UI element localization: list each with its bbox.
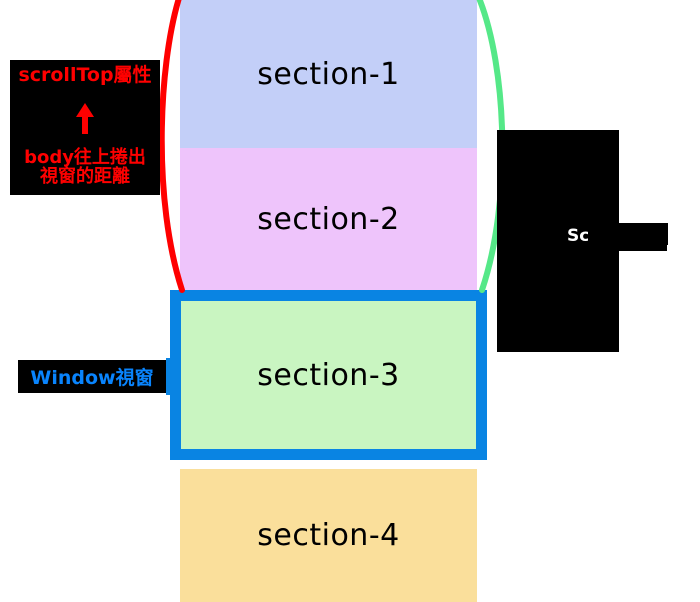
window-viewport-text: Window視窗 bbox=[30, 367, 154, 389]
window-viewport-label: Window視窗 bbox=[18, 360, 166, 393]
section-4-box: section-4 bbox=[180, 469, 477, 602]
section-3-box: section-3 bbox=[181, 301, 476, 449]
section-2-label: section-2 bbox=[257, 201, 400, 237]
section-2-box: section-2 bbox=[180, 148, 477, 290]
scrolltop-title: scrollTop屬性 bbox=[18, 64, 152, 86]
section-1-label: section-1 bbox=[257, 56, 400, 92]
section-3-viewport-frame: section-3 bbox=[170, 290, 487, 460]
scrolltop-annotation: scrollTop屬性 body往上捲出 視窗的距離 bbox=[10, 60, 160, 195]
window-viewport-marker bbox=[166, 358, 174, 395]
section-1-box: section-1 bbox=[180, 0, 477, 148]
red-arc bbox=[158, 0, 185, 293]
scrolltop-description: body往上捲出 視窗的距離 bbox=[24, 147, 146, 188]
right-annotation-occluder bbox=[588, 223, 668, 245]
section-3-label: section-3 bbox=[257, 357, 400, 393]
section-4-label: section-4 bbox=[257, 518, 400, 553]
up-arrow-icon bbox=[76, 102, 94, 134]
